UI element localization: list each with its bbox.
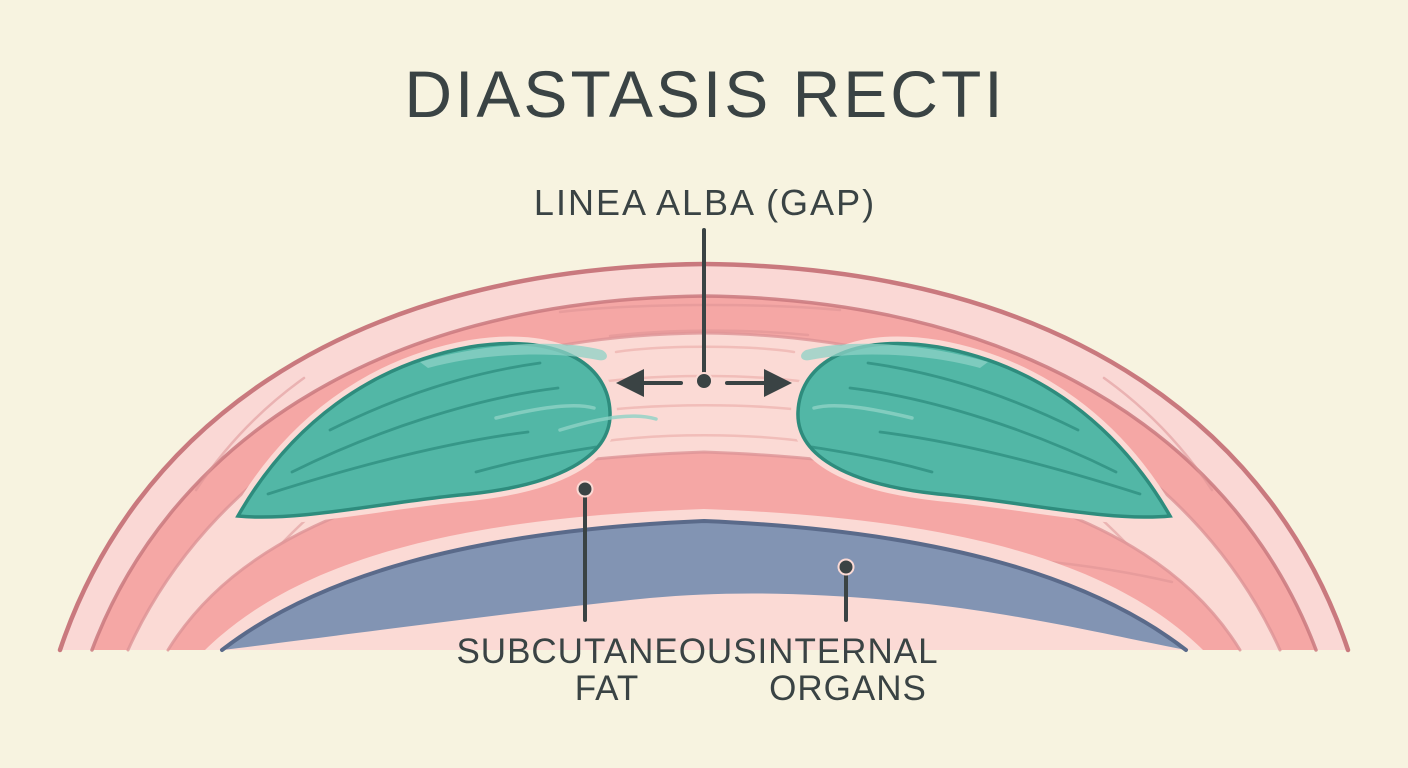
rectus-abdominis-left — [226, 336, 658, 525]
gap-arrow-right-icon — [764, 369, 792, 397]
subcutaneous-fat-label: SUBCUTANEOUS FAT — [456, 633, 757, 707]
linea-alba-pointer-dot — [695, 372, 713, 390]
linea-alba-callout — [616, 228, 792, 397]
linea-alba-label: LINEA ALBA (GAP) — [533, 182, 877, 223]
subcutaneous-fat-pointer-dot — [576, 480, 594, 498]
internal-organs — [220, 518, 1188, 652]
subcutaneous-fat-label-line2: FAT — [574, 669, 640, 708]
internal-organs-label-line2: ORGANS — [769, 669, 927, 708]
internal-organs-callout — [837, 558, 855, 622]
internal-organs-pointer-dot — [837, 558, 855, 576]
internal-organs-label-line1: INTERNAL — [757, 632, 939, 671]
gap-arrow-left-icon — [616, 369, 644, 397]
rectus-abdominis-right — [791, 336, 1182, 525]
subcutaneous-fat-callout — [576, 480, 594, 622]
internal-organs-label: INTERNAL ORGANS — [757, 633, 938, 707]
diagram-title: DIASTASIS RECTI — [404, 57, 1006, 131]
subcutaneous-fat-label-line1: SUBCUTANEOUS — [456, 632, 758, 671]
